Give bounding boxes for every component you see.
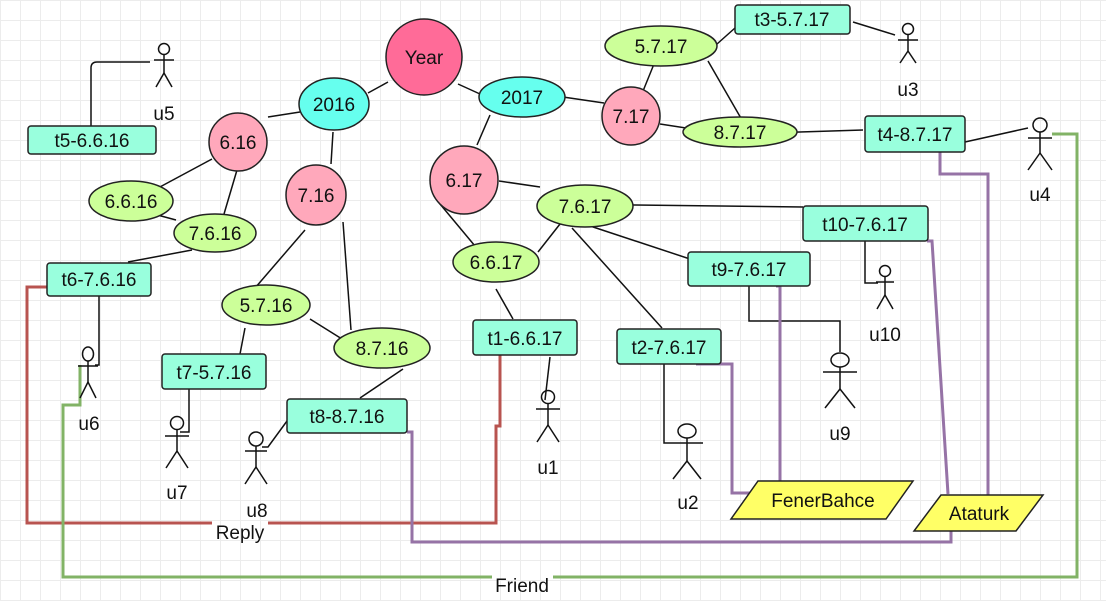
tweet-t2: t2-7.6.17 <box>616 328 722 365</box>
year-2017-label: 2017 <box>501 88 543 109</box>
day-5-7-16-label: 5.7.16 <box>240 296 293 317</box>
user-u4-icon <box>1027 117 1053 171</box>
day-8-7-17-node: 8.7.17 <box>682 116 798 148</box>
hashtag-fenerbahce: FenerBahce <box>729 480 915 520</box>
day-5-7-16-node: 5.7.16 <box>221 284 311 326</box>
day-5-7-17-node: 5.7.17 <box>604 25 718 67</box>
tweet-edges <box>90 21 1029 448</box>
user-u5-icon <box>154 42 174 88</box>
user-u2-label: u2 <box>677 493 698 514</box>
tweet-t7-label: t7-5.7.16 <box>177 363 252 384</box>
tweet-t9: t9-7.6.17 <box>687 251 811 287</box>
hashtag-fenerbahce-label: FenerBahce <box>771 491 875 512</box>
tweet-t1-label: t1-6.6.17 <box>488 329 563 350</box>
user-u6-label: u6 <box>78 414 99 435</box>
friend-edge <box>61 132 1079 579</box>
month-7-16-node: 7.16 <box>285 164 347 226</box>
tweet-t8: t8-8.7.16 <box>286 398 408 434</box>
day-8-7-17-label: 8.7.17 <box>714 123 767 144</box>
user-u1-label: u1 <box>537 458 558 479</box>
user-u10-label: u10 <box>869 325 901 346</box>
month-7-17-node: 7.17 <box>601 86 661 146</box>
day-6-6-16-node: 6.6.16 <box>88 180 174 222</box>
friend-label: Friend <box>495 576 549 597</box>
tweet-t10-label: t10-7.6.17 <box>822 215 908 236</box>
tweet-t5: t5-6.6.16 <box>27 125 157 155</box>
user-u6-icon <box>78 346 98 399</box>
user-u9-icon <box>823 352 857 409</box>
month-6-16-label: 6.16 <box>220 133 257 154</box>
year-2017-node: 2017 <box>478 76 566 118</box>
day-7-6-17-label: 7.6.17 <box>559 197 612 218</box>
day-7-6-17-node: 7.6.17 <box>536 184 634 228</box>
day-7-6-16-label: 7.6.16 <box>189 224 242 245</box>
tweet-t4: t4-8.7.17 <box>864 115 966 153</box>
year-label: Year <box>405 48 444 69</box>
month-6-16-node: 6.16 <box>208 112 268 172</box>
tweet-t6: t6-7.6.16 <box>46 262 152 297</box>
day-6-6-16-label: 6.6.16 <box>105 192 158 213</box>
user-u7-label: u7 <box>166 483 187 504</box>
tweet-t7: t7-5.7.16 <box>161 353 267 390</box>
tweet-t3: t3-5.7.17 <box>734 4 851 35</box>
user-u10-icon <box>876 264 894 310</box>
tweet-t10: t10-7.6.17 <box>802 205 929 242</box>
user-u8-icon <box>244 431 268 485</box>
reply-edge <box>25 285 502 525</box>
month-7-17-label: 7.17 <box>613 107 650 128</box>
month-6-17-node: 6.17 <box>429 145 499 215</box>
user-u7-icon <box>165 415 189 469</box>
tweet-t4-label: t4-8.7.17 <box>878 125 953 146</box>
tweet-t2-label: t2-7.6.17 <box>632 338 707 359</box>
tweet-t3-label: t3-5.7.17 <box>755 10 830 31</box>
user-u2-icon <box>671 423 703 480</box>
day-5-7-17-label: 5.7.17 <box>635 37 688 58</box>
user-u1-icon <box>536 389 560 443</box>
hashtag-ataturk-label: Ataturk <box>949 504 1010 525</box>
year-2016-label: 2016 <box>313 95 355 116</box>
day-8-7-16-label: 8.7.16 <box>356 339 409 360</box>
day-8-7-16-node: 8.7.16 <box>333 327 431 369</box>
user-u3-label: u3 <box>897 80 918 101</box>
user-u8-label: u8 <box>246 501 267 522</box>
tweet-t6-label: t6-7.6.16 <box>62 270 137 291</box>
month-6-17-label: 6.17 <box>446 171 483 192</box>
tweet-t9-label: t9-7.6.17 <box>712 260 787 281</box>
tweet-t1: t1-6.6.17 <box>472 319 578 356</box>
day-6-6-17-label: 6.6.17 <box>470 253 523 274</box>
tweet-t5-label: t5-6.6.16 <box>55 131 130 152</box>
reply-label: Reply <box>216 523 265 544</box>
day-7-6-16-node: 7.6.16 <box>173 213 257 253</box>
user-u4-label: u4 <box>1029 185 1051 206</box>
user-u9-label: u9 <box>829 424 850 445</box>
user-u3-icon <box>898 22 918 64</box>
month-7-16-label: 7.16 <box>298 186 335 207</box>
user-u5-label: u5 <box>153 104 174 125</box>
hashtag-ataturk: Ataturk <box>912 494 1045 532</box>
year-2016-node: 2016 <box>298 77 370 131</box>
tweet-t8-label: t8-8.7.16 <box>310 407 385 428</box>
year-node: Year <box>385 18 463 96</box>
day-6-6-17-node: 6.6.17 <box>452 241 540 283</box>
